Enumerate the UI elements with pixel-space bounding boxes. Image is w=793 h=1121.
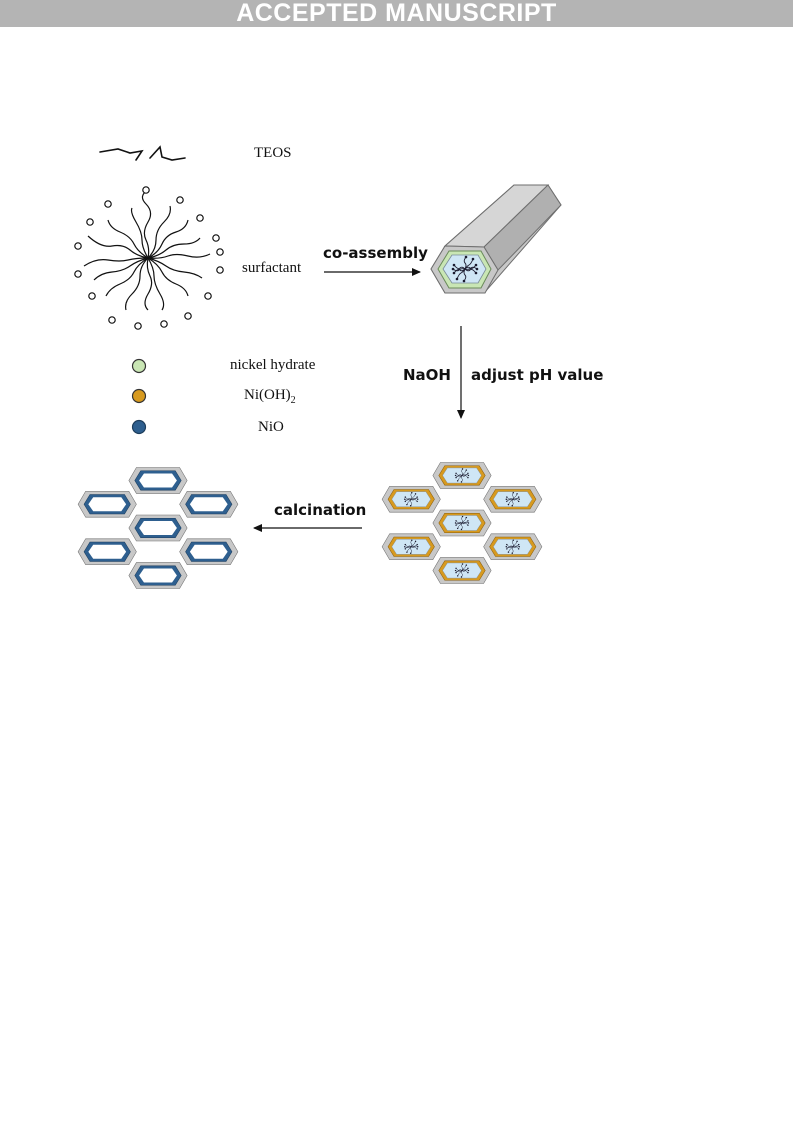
nioh2-swatch xyxy=(131,388,147,404)
co-assembly-label: co-assembly xyxy=(323,244,428,262)
calcination-label: calcination xyxy=(274,501,367,519)
nio-swatch xyxy=(131,419,147,435)
nio-hexagonal-array xyxy=(77,467,239,589)
teos-icon xyxy=(99,145,186,161)
nickel-hydrate-label: nickel hydrate xyxy=(230,357,316,373)
accepted-manuscript-banner: ACCEPTED MANUSCRIPT xyxy=(0,0,793,27)
hexagonal-rod-icon xyxy=(430,184,562,294)
adjust-ph-label: adjust pH value xyxy=(471,366,604,384)
surfactant-micelle-icon xyxy=(74,186,224,330)
nickel-hydrate-swatch xyxy=(131,358,147,374)
surfactant-label: surfactant xyxy=(242,260,302,276)
nio-label: NiO xyxy=(258,419,284,435)
teos-label: TEOS xyxy=(254,145,292,161)
nioh2-label: Ni(OH)2 xyxy=(244,387,296,406)
naoh-label: NaOH xyxy=(403,366,451,384)
nioh2-hexagonal-array xyxy=(382,463,542,584)
